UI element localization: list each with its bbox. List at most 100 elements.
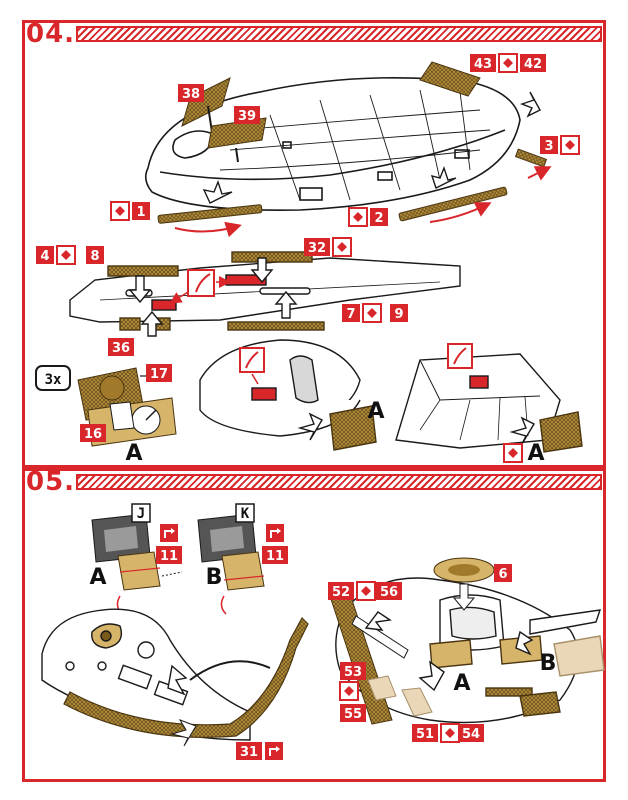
bend-icon <box>265 742 283 760</box>
step-04-stripe <box>76 26 602 42</box>
part-number: 54 <box>462 727 480 742</box>
part-label-56: 56 <box>376 582 402 600</box>
callout-j: J <box>137 506 145 522</box>
part-label-32: 32 <box>304 238 330 256</box>
flip-icon <box>339 681 359 701</box>
callout-a-3: A <box>527 441 544 466</box>
step-05-header: 05. <box>26 468 602 496</box>
step-05-frame <box>22 468 606 782</box>
part-label-9: 9 <box>390 304 408 322</box>
callout-k: K <box>241 506 250 522</box>
part-number: 32 <box>308 241 326 256</box>
part-label-2: 2 <box>370 208 388 226</box>
flip-icon <box>440 723 460 743</box>
multiplier-label: 3x <box>45 372 62 388</box>
flip-icon <box>56 245 76 265</box>
flip-icon <box>560 135 580 155</box>
callout-a-2: A <box>367 399 384 424</box>
step-04-frame <box>22 20 606 468</box>
part-label-51: 51 <box>412 724 438 742</box>
part-39 <box>207 117 267 163</box>
flip-icon <box>503 443 523 463</box>
flip-icon <box>498 53 518 73</box>
part-label-6: 6 <box>494 564 512 582</box>
callout-a-1: A <box>125 441 142 466</box>
part-number: 8 <box>90 249 99 264</box>
part-label-3: 3 <box>540 136 558 154</box>
bend-icon <box>266 524 284 542</box>
step-05-stripe <box>76 474 602 490</box>
callout-a-05: A <box>89 565 106 590</box>
part-17-16-assembly: 3x <box>35 365 177 447</box>
part-number: 7 <box>346 307 355 322</box>
part-number: 38 <box>182 87 200 102</box>
part-label-36: 36 <box>108 338 134 356</box>
part-1 <box>157 204 263 238</box>
step-04-header: 04. <box>26 20 602 48</box>
paint-icon-1 <box>187 269 215 297</box>
step-04-number: 04. <box>26 19 76 49</box>
flip-icon <box>356 581 376 601</box>
part-label-7: 7 <box>342 304 360 322</box>
part-label-53: 53 <box>340 662 366 680</box>
part-label-38: 38 <box>178 84 204 102</box>
part-43-42 <box>419 61 481 97</box>
flip-icon <box>362 303 382 323</box>
part-number: 2 <box>374 211 383 226</box>
part-3 <box>514 148 552 181</box>
flip-icon <box>348 207 368 227</box>
step-05-number: 05. <box>26 467 76 497</box>
part-number: 31 <box>240 745 258 760</box>
part-label-16: 16 <box>80 424 106 442</box>
part-number: 51 <box>416 727 434 742</box>
part-label-11: 11 <box>262 546 288 564</box>
part-number: 42 <box>524 57 542 72</box>
part-2 <box>398 186 508 223</box>
part-number: 9 <box>394 307 403 322</box>
callout-b-05: B <box>206 565 223 590</box>
part-number: 1 <box>136 205 145 220</box>
part-number: 56 <box>380 585 398 600</box>
cockpit-k: K <box>197 503 265 615</box>
part-label-8: 8 <box>86 246 104 264</box>
part-label-4: 4 <box>36 246 54 264</box>
detail-view-2 <box>395 343 583 453</box>
part-label-39: 39 <box>234 106 260 124</box>
part-label-43: 43 <box>470 54 496 72</box>
cockpit-j: J <box>91 503 183 615</box>
part-number: 52 <box>332 585 350 600</box>
callout-a-05-right: A <box>453 671 470 696</box>
hull-profile <box>69 251 461 331</box>
parts-52-56 <box>329 593 433 725</box>
part-number: 39 <box>238 109 256 124</box>
part-number: 43 <box>474 57 492 72</box>
part-label-1: 1 <box>132 202 150 220</box>
part-label-42: 42 <box>520 54 546 72</box>
part-label-52: 52 <box>328 582 354 600</box>
part-number: 55 <box>344 707 362 722</box>
part-label-31: 31 <box>236 742 262 760</box>
callout-b-05-right: B <box>540 651 557 676</box>
hull-piece-left <box>41 608 271 741</box>
part-label-55: 55 <box>340 704 366 722</box>
part-number: 36 <box>112 341 130 356</box>
part-number: 16 <box>84 427 102 442</box>
part-number: 53 <box>344 665 362 680</box>
part-number: 11 <box>266 549 284 564</box>
bend-icon <box>160 524 178 542</box>
part-number: 11 <box>160 549 178 564</box>
part-number: 3 <box>544 139 553 154</box>
part-31 <box>63 617 309 747</box>
detail-view-1 <box>199 339 377 451</box>
part-number: 17 <box>150 367 168 382</box>
assembly-arrows-04 <box>128 91 541 337</box>
hull-piece-right <box>335 577 605 724</box>
part-label-17: 17 <box>146 364 172 382</box>
part-label-11: 11 <box>156 546 182 564</box>
part-number: 4 <box>40 249 49 264</box>
assembly-arrows-05 <box>364 611 534 692</box>
part-number: 6 <box>498 567 507 582</box>
part-label-54: 54 <box>458 724 484 742</box>
